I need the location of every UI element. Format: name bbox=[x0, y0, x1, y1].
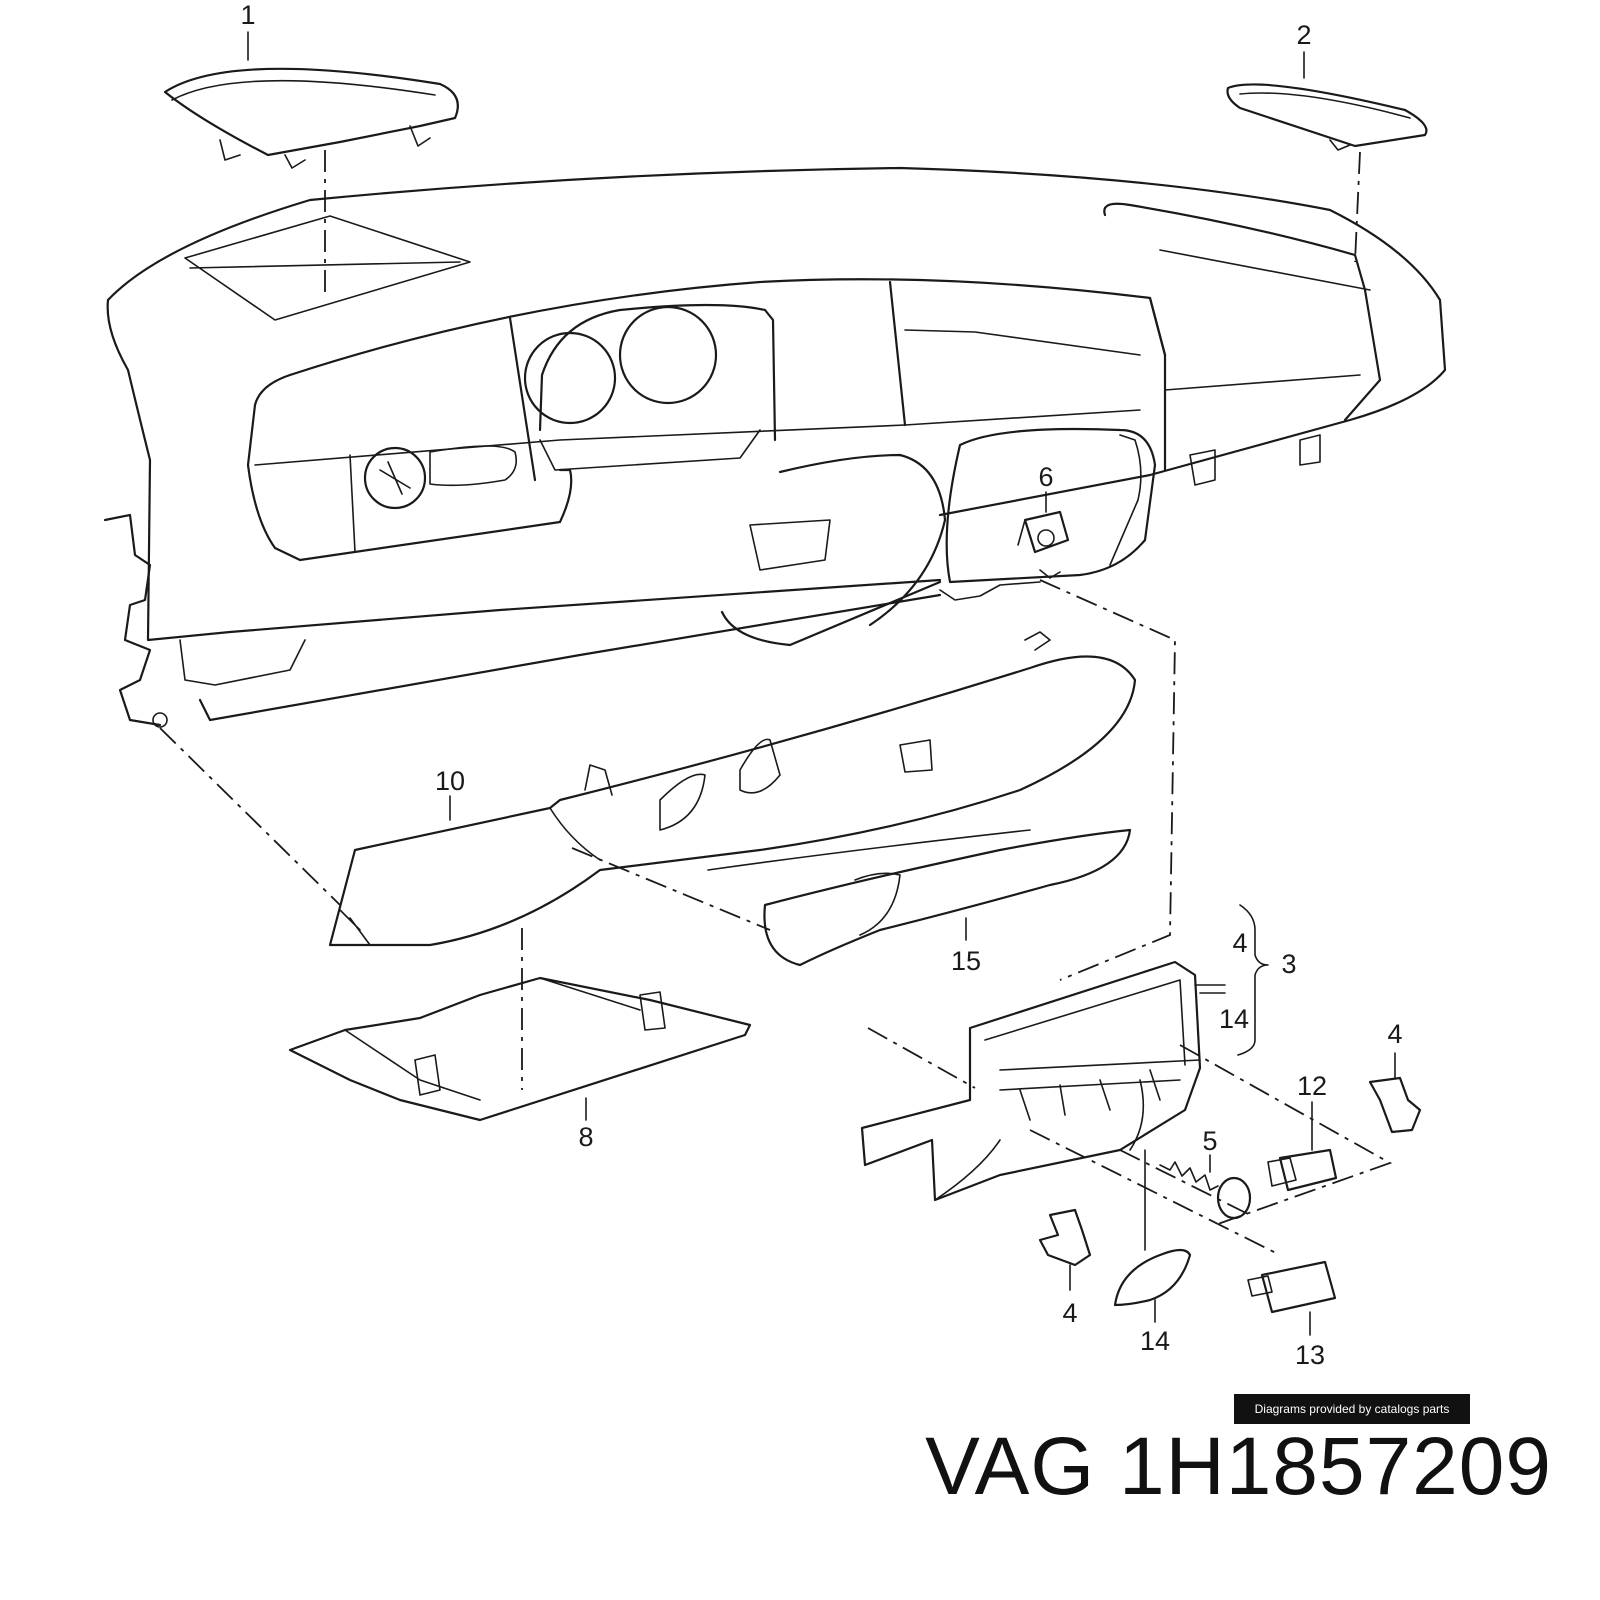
part-5-lock bbox=[1119, 1149, 1252, 1220]
part-14-cap bbox=[1113, 1248, 1192, 1307]
part-3-lid bbox=[860, 960, 1202, 1202]
part-2-cover bbox=[1226, 83, 1428, 151]
brace-3 bbox=[1237, 904, 1269, 1056]
part-15-trim bbox=[707, 828, 1132, 967]
callout-5: 5 bbox=[1202, 1126, 1217, 1156]
leader-dash-13 bbox=[1029, 1129, 1281, 1256]
part-4-hinge-bottom bbox=[1038, 1208, 1092, 1267]
callout-4-lid: 4 bbox=[1232, 928, 1247, 958]
part-12-latch bbox=[1267, 1148, 1338, 1192]
callout-4-right: 4 bbox=[1387, 1019, 1402, 1049]
part-8-shelf bbox=[288, 976, 752, 1122]
callout-13: 13 bbox=[1295, 1340, 1325, 1370]
callout-8: 8 bbox=[578, 1122, 593, 1152]
dashboard-body bbox=[103, 166, 1447, 728]
part-1-cover bbox=[163, 67, 459, 169]
part-6-clip bbox=[1017, 510, 1070, 554]
callout-6: 6 bbox=[1038, 462, 1053, 492]
leader-dash-right bbox=[1039, 579, 1176, 981]
part-number-title: VAG 1H1857209 bbox=[925, 1421, 1552, 1512]
callout-12: 12 bbox=[1297, 1071, 1327, 1101]
callout-14-lid: 14 bbox=[1219, 1004, 1249, 1034]
callout-14-bottom: 14 bbox=[1140, 1326, 1170, 1356]
callout-4-bottom: 4 bbox=[1062, 1298, 1077, 1328]
leader-dash-3 bbox=[867, 1027, 1393, 1226]
leader-dash-left bbox=[159, 727, 341, 906]
leader-dash-10 bbox=[571, 847, 771, 931]
part-10-glovebox-shell bbox=[328, 631, 1137, 947]
callout-1: 1 bbox=[240, 0, 255, 30]
part-4-hinge-right bbox=[1368, 1076, 1422, 1134]
callout-10: 10 bbox=[435, 766, 465, 796]
callout-2: 2 bbox=[1296, 20, 1311, 50]
credit-badge: Diagrams provided by catalogs parts bbox=[1234, 1394, 1470, 1424]
part-13-switch bbox=[1247, 1260, 1337, 1314]
callout-3: 3 bbox=[1281, 949, 1296, 979]
leader-2 bbox=[1354, 151, 1361, 263]
callout-15: 15 bbox=[951, 946, 981, 976]
